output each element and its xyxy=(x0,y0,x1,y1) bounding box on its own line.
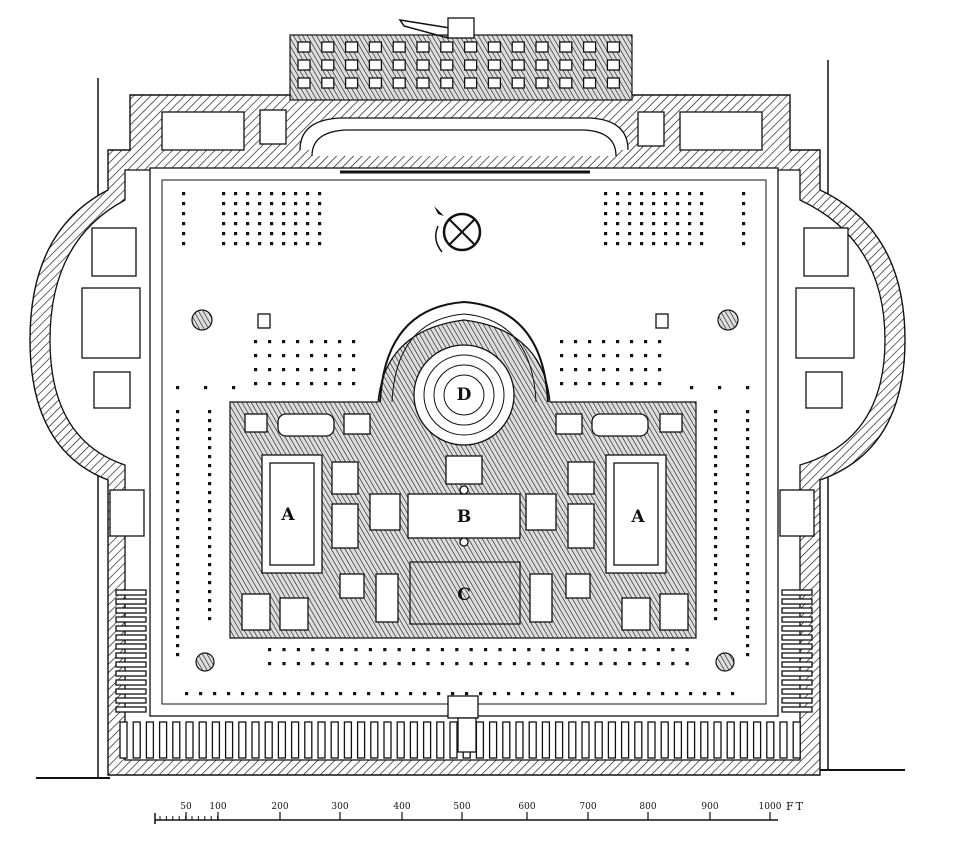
west-exedra-rooms xyxy=(81,227,145,537)
scale-bar: 50 100 200 300 400 500 600 700 800 900 1000 FT xyxy=(154,800,805,824)
label-d: D xyxy=(457,385,472,405)
scale-tick-label: 50 xyxy=(180,802,192,812)
top-chambers xyxy=(161,109,763,174)
scale-tick-label: 200 xyxy=(271,802,288,812)
scale-tick-label: 100 xyxy=(209,802,226,812)
south-gate xyxy=(447,695,479,719)
scale-tick-label: 700 xyxy=(579,802,596,812)
scale-tick-label: 1000 xyxy=(759,802,782,812)
scale-tick-label: 300 xyxy=(331,802,348,812)
central-bath-block xyxy=(229,300,697,639)
label-c: C xyxy=(457,585,471,605)
label-b: B xyxy=(457,507,471,527)
bottom-chambers xyxy=(115,589,813,759)
east-exedra-rooms xyxy=(779,227,855,537)
compass-arrow-icon xyxy=(434,206,482,253)
scale-tick-label: 900 xyxy=(701,802,718,812)
scale-tick-label: 400 xyxy=(393,802,410,812)
south-entrance xyxy=(457,717,477,753)
label-a-right: A xyxy=(630,507,645,527)
scale-tick-label: 500 xyxy=(453,802,470,812)
fountains xyxy=(191,309,739,672)
scale-tick-label: 600 xyxy=(518,802,535,812)
colonnade-dots xyxy=(176,192,750,696)
reservoir-block xyxy=(289,17,633,101)
label-a-left: A xyxy=(280,505,295,525)
scale-unit: FT xyxy=(786,800,805,813)
scale-tick-label: 800 xyxy=(639,802,656,812)
